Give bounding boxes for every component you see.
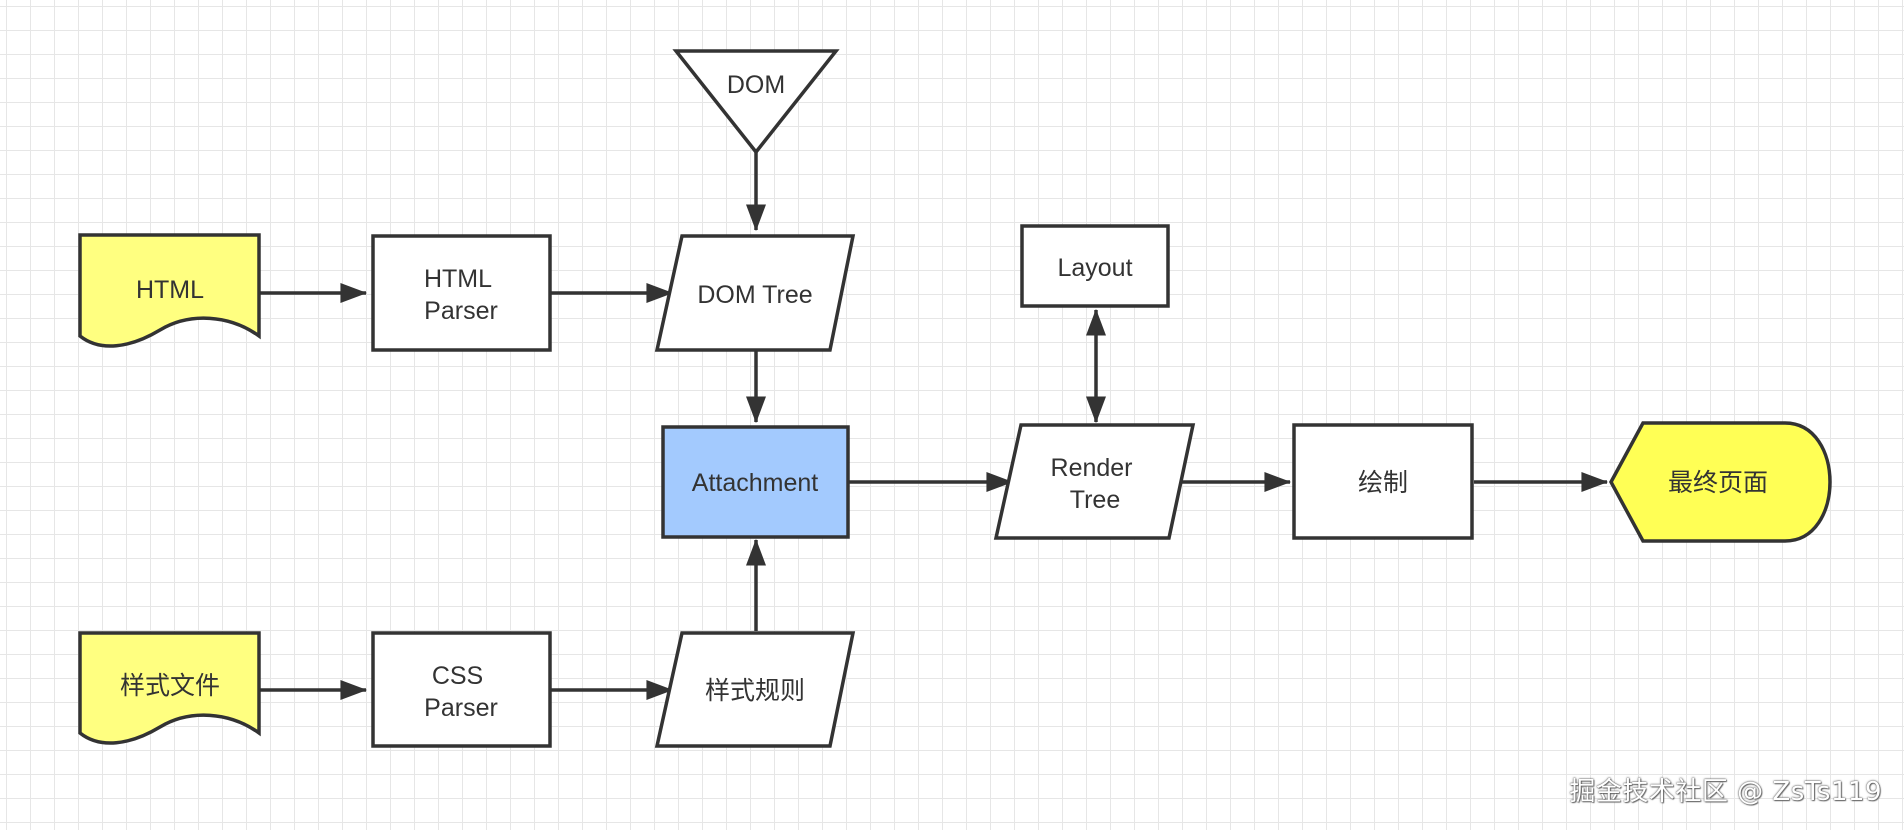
render-tree-label: Render Tree	[1051, 454, 1140, 514]
render-tree-shape	[993, 423, 1196, 540]
html-document-shape	[78, 233, 261, 348]
node-style-rules[interactable]: 样式规则	[654, 631, 856, 748]
style-file-label: 样式文件	[120, 672, 220, 700]
node-html-document[interactable]: HTML	[78, 233, 261, 348]
css-parser-line-2: Parser	[424, 694, 498, 722]
css-parser-line-1: CSS	[432, 662, 483, 690]
paint-box	[1292, 423, 1474, 540]
node-style-file[interactable]: 样式文件	[78, 631, 261, 745]
node-layout[interactable]: Layout	[1020, 224, 1170, 308]
dom-tree-shape	[654, 234, 856, 352]
html-parser-line-1: HTML	[424, 265, 492, 293]
style-rules-label: 样式规则	[705, 677, 805, 705]
node-css-parser[interactable]: CSS Parser	[371, 631, 552, 748]
node-render-tree[interactable]: Render Tree	[993, 423, 1196, 540]
render-tree-line-2: Tree	[1070, 486, 1120, 514]
html-parser-label: HTML Parser	[424, 265, 498, 325]
attachment-label: Attachment	[692, 469, 819, 497]
html-parser-box	[371, 234, 552, 352]
final-page-shape	[1609, 421, 1832, 543]
final-page-label: 最终页面	[1668, 469, 1768, 497]
paint-label: 绘制	[1358, 469, 1408, 497]
node-attachment[interactable]: Attachment	[661, 425, 850, 539]
layout-label: Layout	[1057, 254, 1132, 282]
edges	[260, 152, 1609, 700]
attachment-box	[661, 425, 850, 539]
html-document-label: HTML	[136, 276, 204, 304]
css-parser-box	[371, 631, 552, 748]
css-parser-label: CSS Parser	[424, 662, 498, 722]
node-dom-tree[interactable]: DOM Tree	[654, 234, 856, 352]
dom-triangle-shape	[672, 49, 840, 155]
html-parser-line-2: Parser	[424, 297, 498, 325]
layout-box	[1020, 224, 1170, 308]
node-final-page[interactable]: 最终页面	[1609, 421, 1832, 543]
style-file-shape	[78, 631, 261, 745]
dom-tree-label: DOM Tree	[697, 281, 812, 309]
style-rules-shape	[654, 631, 856, 748]
node-paint[interactable]: 绘制	[1292, 423, 1474, 540]
render-tree-line-1: Render	[1051, 454, 1133, 482]
node-dom-source[interactable]: DOM	[672, 49, 840, 155]
watermark: 掘金技术社区 @ ZsTs119	[1569, 777, 1882, 807]
node-html-parser[interactable]: HTML Parser	[371, 234, 552, 352]
dom-source-label: DOM	[727, 71, 785, 99]
